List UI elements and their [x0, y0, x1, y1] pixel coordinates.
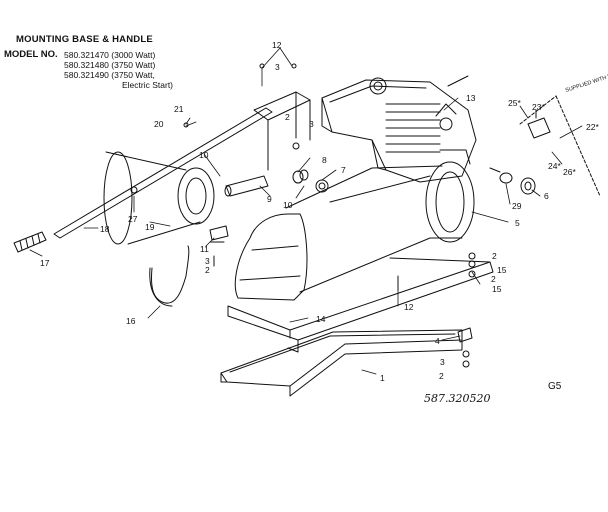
foot-mount [457, 327, 473, 343]
callout: 27 [128, 214, 138, 224]
callout: 2 [205, 265, 210, 275]
model-line-2: 580.321480 (3750 Watt) [64, 60, 156, 70]
page-code: G5 [548, 381, 562, 392]
handle-grip [13, 231, 47, 253]
callout: 3 [309, 119, 314, 129]
bracket [209, 225, 229, 243]
callout: 13 [466, 93, 476, 103]
diagram-title: MOUNTING BASE & HANDLE [16, 34, 153, 45]
callout: 12 [404, 302, 414, 312]
callout: 7 [341, 165, 346, 175]
callout: 20 [154, 119, 164, 129]
callout: 3 [440, 357, 445, 367]
callout-labels: 12 3 2 3 13 25* 23* 22* 24* 26* 21 20 10… [40, 40, 608, 383]
callout: 10 [199, 150, 209, 160]
start-switch [527, 109, 551, 139]
callout: 3 [205, 256, 210, 266]
callout: 17 [40, 258, 50, 268]
callout: 2 [285, 112, 290, 122]
control-components [489, 167, 536, 195]
callout: 5 [515, 218, 520, 228]
model-line-1: 580.321470 (3000 Watt) [64, 50, 156, 60]
callout: 2 [491, 274, 496, 284]
model-note: Electric Start) [122, 80, 174, 90]
handle-bar [53, 107, 273, 239]
callout: 16 [126, 316, 136, 326]
callout: 22* [586, 122, 599, 132]
fittings [292, 169, 329, 193]
callout: 14 [316, 314, 326, 324]
callout: 29 [512, 201, 522, 211]
callout: 18 [100, 224, 110, 234]
callout: 9 [267, 194, 272, 204]
ground-wire [149, 245, 190, 307]
callout: 2 [492, 251, 497, 261]
callout: 8 [322, 155, 327, 165]
callout: 26* [563, 167, 576, 177]
supplied-with-kit-note: SUPPLIED WITH KIT [565, 72, 608, 94]
leader-lines [29, 47, 583, 375]
mounting-base [220, 329, 463, 397]
alternator-body [285, 161, 475, 293]
callout: 15 [492, 284, 502, 294]
callout: 2 [439, 371, 444, 381]
callout: 24* [548, 161, 561, 171]
model-line-3: 580.321490 (3750 Watt, [64, 70, 155, 80]
callout: 19 [145, 222, 155, 232]
model-label: MODEL NO. [4, 49, 58, 60]
muffler [103, 151, 215, 245]
callout: 25* [508, 98, 521, 108]
callout: 21 [174, 104, 184, 114]
exhaust-pipe [224, 175, 269, 197]
engine [321, 75, 477, 183]
callout: 10 [283, 200, 293, 210]
callout: 15 [497, 265, 507, 275]
callout: 11 [200, 244, 209, 254]
callout: 12 [272, 40, 282, 50]
top-bracket [253, 91, 311, 171]
callout: 4 [435, 336, 440, 346]
callout: 3 [275, 62, 280, 72]
hardware [183, 63, 476, 368]
callout: 1 [380, 373, 385, 383]
callout: 23* [532, 102, 545, 112]
drawing-number: 587.320520 [424, 392, 491, 405]
callout: 6 [544, 191, 549, 201]
alternator-shroud [234, 213, 308, 301]
